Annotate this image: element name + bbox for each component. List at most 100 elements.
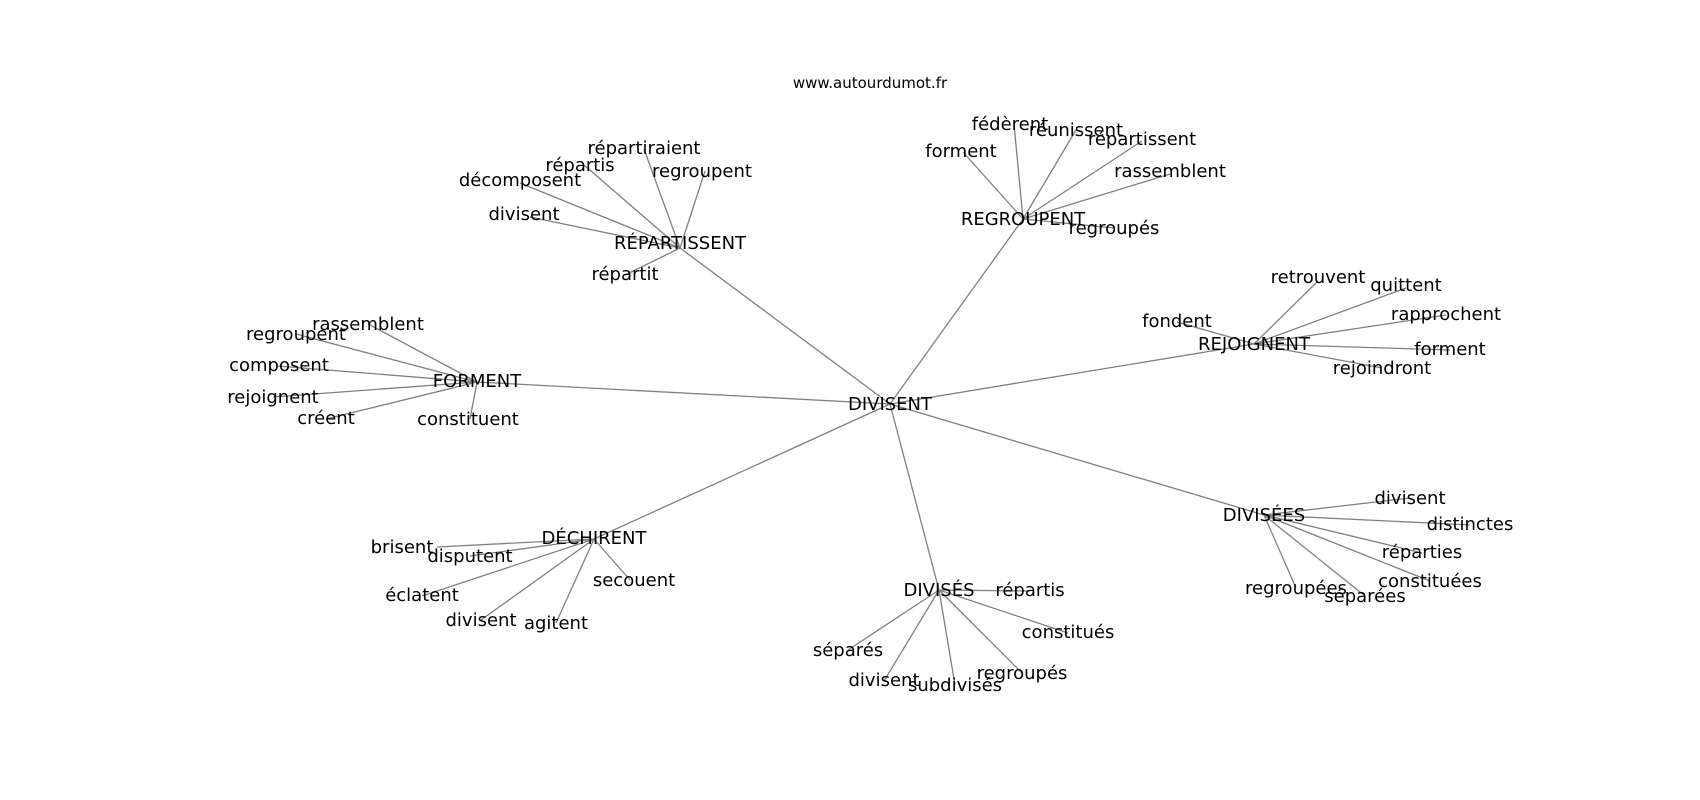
edge-regroupent-leaf-2 xyxy=(962,151,1024,220)
edge-repartissent-leaf-1 xyxy=(583,164,681,249)
leaf-node-forment-3: rejoignent xyxy=(227,387,318,408)
center-node-label: DIVISENT xyxy=(848,394,933,415)
leaf-node-rejoignent-1: quittent xyxy=(1370,275,1442,296)
leaf-node-divises-3: regroupés xyxy=(977,663,1068,684)
edge-divises-leaf-5 xyxy=(938,589,956,686)
edge-center-to-divises xyxy=(889,403,940,591)
leaf-node-forment-0: rassemblent xyxy=(312,314,424,335)
edge-center-to-regroupent xyxy=(889,218,1024,405)
edge-dechirent-leaf-1 xyxy=(469,538,595,557)
edge-divises-leaf-2 xyxy=(847,589,940,651)
graph-edges xyxy=(272,123,1471,686)
edge-rejoignent-leaf-3 xyxy=(1253,314,1447,345)
edge-divisees-leaf-3 xyxy=(1263,514,1431,582)
leaf-node-rejoignent-0: retrouvent xyxy=(1271,267,1366,288)
edge-divises-leaf-3 xyxy=(938,589,1023,674)
edge-dechirent-leaf-4 xyxy=(480,538,595,621)
edge-forment-leaf-0 xyxy=(367,323,478,383)
leaf-node-forment-4: créent xyxy=(297,408,355,429)
edge-forment-leaf-3 xyxy=(272,381,478,398)
edge-forment-leaf-2 xyxy=(276,365,478,383)
leaf-node-forment-1: regroupent xyxy=(246,324,346,345)
edge-dechirent-leaf-2 xyxy=(593,538,631,581)
leaf-node-regroupent-3: répartissent xyxy=(1088,129,1196,150)
edge-forment-leaf-1 xyxy=(295,333,478,383)
graph-labels: www.autourdumot.fr DIVISENT RÉPARTISSENT… xyxy=(227,74,1513,696)
leaf-node-divisees-4: regroupées xyxy=(1245,578,1347,599)
edge-dechirent-leaf-0 xyxy=(436,538,595,548)
leaf-node-repartissent-0: répartiraient xyxy=(588,138,701,159)
edge-center-to-dechirent xyxy=(593,403,891,540)
edge-repartissent-leaf-0 xyxy=(643,148,681,249)
edge-regroupent-leaf-5 xyxy=(1022,218,1115,229)
leaf-node-dechirent-5: agitent xyxy=(524,613,588,634)
leaf-node-forment-5: constituent xyxy=(417,409,519,430)
edge-forment-leaf-5 xyxy=(469,381,478,420)
edge-center-to-rejoignent xyxy=(889,343,1255,405)
edge-divisees-leaf-2 xyxy=(1263,514,1423,554)
leaf-node-rejoignent-2: fondent xyxy=(1142,311,1212,332)
leaf-node-divises-5: subdivisés xyxy=(908,675,1002,696)
edge-rejoignent-leaf-0 xyxy=(1253,280,1319,345)
hub-node-divisees: DIVISÉES xyxy=(1223,504,1305,526)
leaf-node-divises-4: divisent xyxy=(849,670,920,691)
edge-center-to-forment xyxy=(476,381,891,405)
edge-rejoignent-leaf-4 xyxy=(1253,343,1451,351)
leaf-node-regroupent-2: forment xyxy=(925,141,997,162)
leaf-node-dechirent-0: brisent xyxy=(371,537,434,558)
leaf-node-divises-0: répartis xyxy=(995,580,1064,601)
leaf-node-repartissent-3: décomposent xyxy=(459,170,581,191)
leaf-node-regroupent-1: réunissent xyxy=(1029,120,1123,141)
hub-node-repartissent: RÉPARTISSENT xyxy=(614,232,747,254)
leaf-node-divisees-3: constituées xyxy=(1378,571,1482,592)
hub-node-forment: FORMENT xyxy=(433,371,522,392)
edge-rejoignent-leaf-2 xyxy=(1176,321,1255,345)
leaf-node-dechirent-4: divisent xyxy=(446,610,517,631)
edge-divisees-leaf-4 xyxy=(1263,514,1297,589)
hub-node-rejoignent: REJOIGNENT xyxy=(1198,334,1311,355)
leaf-node-rejoignent-5: rejoindront xyxy=(1333,358,1431,379)
edge-regroupent-leaf-1 xyxy=(1022,129,1077,220)
leaf-node-divisees-1: distinctes xyxy=(1427,514,1514,535)
leaf-node-forment-2: composent xyxy=(229,355,329,376)
edge-repartissent-leaf-3 xyxy=(519,182,681,249)
leaf-node-divises-1: constitués xyxy=(1022,622,1115,643)
leaf-node-divises-2: séparés xyxy=(813,640,883,661)
leaf-node-regroupent-0: fédèrent xyxy=(972,114,1048,135)
leaf-node-dechirent-3: éclatent xyxy=(385,585,459,606)
leaf-node-divisees-0: divisent xyxy=(1375,488,1446,509)
edge-repartissent-leaf-4 xyxy=(529,216,681,249)
leaf-node-regroupent-4: rassemblent xyxy=(1114,161,1226,182)
edge-center-to-divisees xyxy=(889,403,1265,516)
leaf-node-dechirent-1: disputent xyxy=(427,546,512,567)
edge-divises-leaf-0 xyxy=(938,589,1031,592)
edge-rejoignent-leaf-5 xyxy=(1253,343,1383,369)
hub-node-divises: DIVISÉS xyxy=(903,579,974,601)
edge-regroupent-leaf-3 xyxy=(1022,140,1143,220)
edge-divises-leaf-4 xyxy=(883,589,940,682)
edge-forment-leaf-4 xyxy=(325,381,478,420)
edge-dechirent-leaf-3 xyxy=(421,538,595,597)
hub-node-dechirent: DÉCHIRENT xyxy=(542,527,648,549)
leaf-node-repartissent-4: divisent xyxy=(489,204,560,225)
leaf-node-divisees-2: réparties xyxy=(1382,542,1462,563)
leaf-node-rejoignent-4: forment xyxy=(1414,339,1486,360)
leaf-node-rejoignent-3: rapprochent xyxy=(1391,304,1501,325)
edge-dechirent-leaf-5 xyxy=(555,538,595,624)
hub-node-regroupent: REGROUPENT xyxy=(961,209,1086,230)
edge-repartissent-leaf-2 xyxy=(679,170,706,249)
edge-divisees-leaf-5 xyxy=(1263,514,1366,597)
edge-divisees-leaf-0 xyxy=(1263,497,1411,516)
edge-divises-leaf-1 xyxy=(938,589,1069,634)
leaf-node-dechirent-2: secouent xyxy=(593,570,675,591)
leaf-node-repartissent-2: regroupent xyxy=(652,161,752,182)
edge-regroupent-leaf-0 xyxy=(1013,123,1024,220)
leaf-node-divisees-5: séparées xyxy=(1324,586,1405,607)
edge-center-to-repartissent xyxy=(679,247,891,405)
leaf-node-regroupent-5: regroupés xyxy=(1069,218,1160,239)
edge-rejoignent-leaf-1 xyxy=(1253,287,1407,345)
edge-divisees-leaf-1 xyxy=(1263,514,1471,526)
source-site-label: www.autourdumot.fr xyxy=(793,74,948,92)
leaf-node-repartissent-5: répartit xyxy=(591,264,658,285)
